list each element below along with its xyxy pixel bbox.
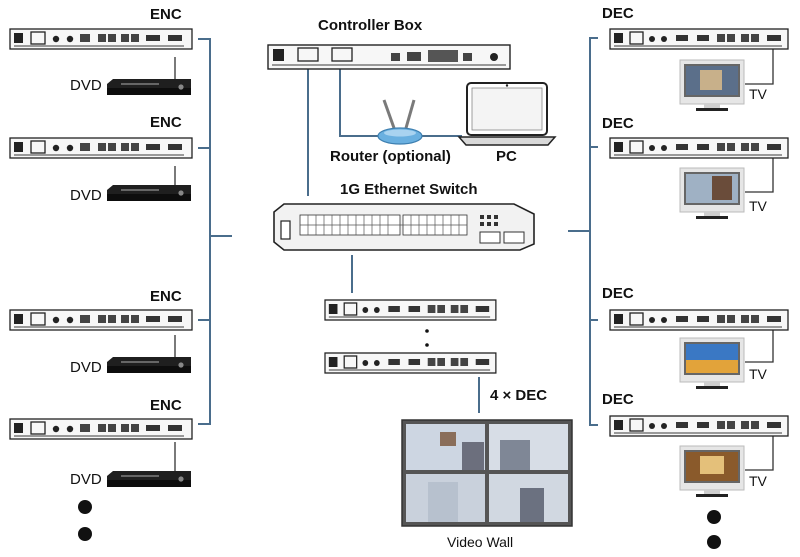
switch-label: 1G Ethernet Switch — [340, 181, 478, 198]
tv-label: TV — [749, 86, 767, 102]
four-dec-label: 4 × DEC — [490, 387, 548, 404]
decoder-device-icon — [609, 309, 789, 331]
tv-label: TV — [749, 366, 767, 382]
encoder-device-icon — [9, 309, 193, 331]
encoder-label: ENC — [150, 288, 182, 305]
decoder-device-icon — [609, 137, 789, 159]
decoder-label: DEC — [602, 5, 634, 22]
decoder-device-icon — [609, 28, 789, 50]
tv-monitor-icon — [679, 167, 745, 220]
dvd-player-icon — [107, 79, 191, 95]
video-wall-label: Video Wall — [447, 534, 514, 550]
ellipsis-dot-icon — [707, 510, 721, 524]
video-wall-icon — [401, 419, 573, 527]
ethernet-switch-icon — [273, 203, 535, 251]
decoder-label: DEC — [602, 115, 634, 132]
ellipsis-dot-icon — [78, 500, 92, 514]
tv-monitor-icon — [679, 445, 745, 498]
dvd-player-icon — [107, 357, 191, 373]
encoder-device-icon — [9, 137, 193, 159]
dvd-label: DVD — [70, 359, 102, 376]
controller-box-label: Controller Box — [318, 17, 423, 34]
tv-monitor-icon — [679, 337, 745, 390]
pc-label: PC — [496, 148, 517, 165]
dvd-player-icon — [107, 471, 191, 487]
decoder-label: DEC — [602, 285, 634, 302]
tv-monitor-icon — [679, 59, 745, 112]
dvd-label: DVD — [70, 77, 102, 94]
encoder-label: ENC — [150, 114, 182, 131]
decoder-device-icon — [324, 299, 497, 321]
encoder-label: ENC — [150, 397, 182, 414]
encoder-device-icon — [9, 28, 193, 50]
decoder-device-icon — [324, 352, 497, 374]
decoder-device-icon — [609, 415, 789, 437]
laptop-icon — [457, 82, 557, 146]
tv-label: TV — [749, 198, 767, 214]
router-icon — [377, 99, 423, 145]
controller-box-icon — [267, 44, 511, 70]
decoder-label: DEC — [602, 391, 634, 408]
encoder-device-icon — [9, 418, 193, 440]
ellipsis-dot-icon — [707, 535, 721, 549]
encoder-label: ENC — [150, 6, 182, 23]
dvd-label: DVD — [70, 471, 102, 488]
dvd-player-icon — [107, 185, 191, 201]
ellipsis-dot-icon — [425, 329, 429, 347]
router-label: Router (optional) — [330, 148, 451, 165]
dvd-label: DVD — [70, 187, 102, 204]
tv-label: TV — [749, 473, 767, 489]
ellipsis-dot-icon — [78, 527, 92, 541]
